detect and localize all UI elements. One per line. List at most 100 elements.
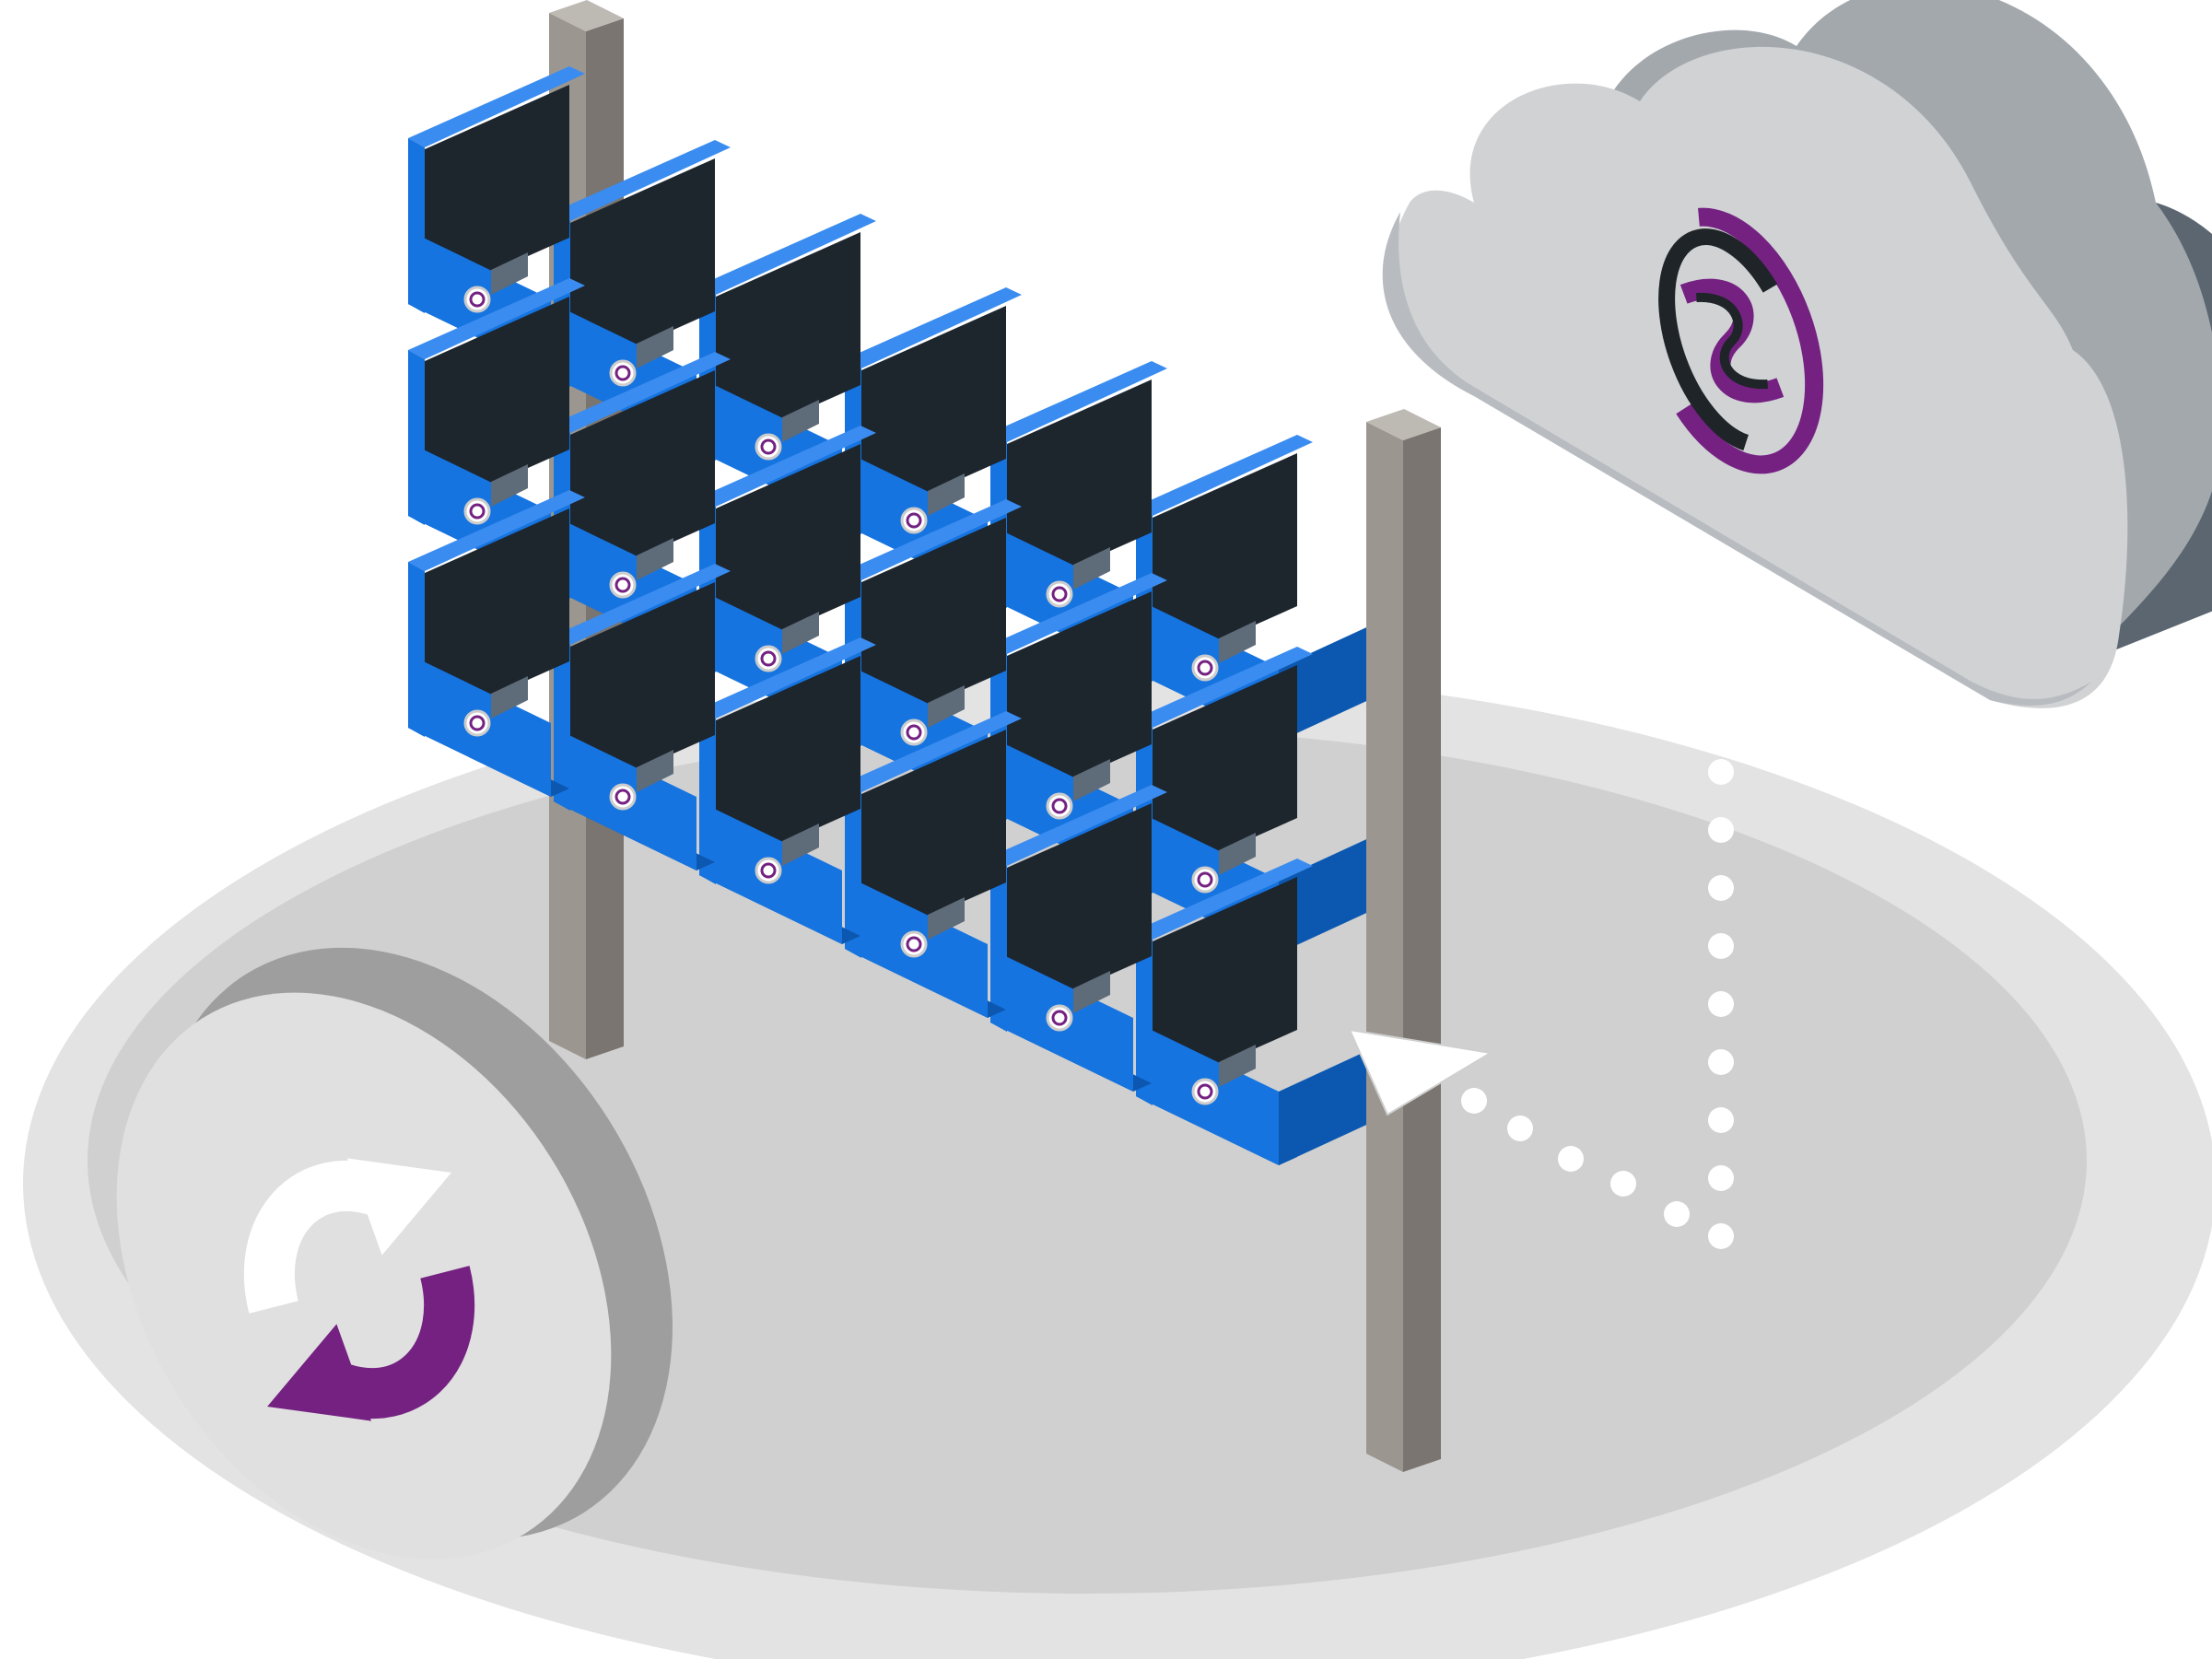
swirl-logo-icon: [1640, 207, 1824, 474]
unit-connector: [928, 897, 965, 940]
unit-back: [1153, 665, 1297, 882]
unit-top: [990, 573, 1167, 654]
connection-dot: [1708, 759, 1734, 785]
unit-top: [1136, 647, 1313, 728]
unit-back: [716, 656, 860, 873]
unit-connector: [782, 400, 819, 442]
rig-unit: [554, 564, 731, 870]
unit-top: [990, 361, 1167, 442]
purple-swirl-badge-icon: [755, 857, 782, 884]
purple-swirl-badge-ring: [614, 789, 631, 805]
unit-top: [699, 637, 876, 719]
purple-swirl-badge-icon: [1191, 1078, 1219, 1105]
purple-swirl-badge-ring: [1197, 660, 1213, 676]
purple-swirl-badge-ring: [1051, 586, 1068, 602]
unit-connector: [1219, 1045, 1256, 1087]
unit-back: [425, 297, 569, 514]
unit-top: [408, 490, 585, 571]
purple-swirl-badge-ring: [1197, 1083, 1213, 1100]
unit-connector: [1219, 833, 1256, 875]
unit-top: [408, 66, 585, 147]
unit-back: [1007, 803, 1152, 1021]
rig-unit: [408, 490, 585, 797]
unit-top: [554, 564, 731, 645]
purple-swirl-badge-icon: [463, 709, 491, 737]
connection-dot: [1708, 1049, 1734, 1075]
unit-back: [1007, 591, 1152, 809]
unit-back: [570, 582, 715, 800]
purple-swirl-badge-ring: [614, 365, 631, 381]
purple-swirl-badge-ring: [760, 650, 777, 667]
purple-swirl-badge-icon: [609, 571, 637, 599]
connection-dot: [1708, 1107, 1734, 1133]
purple-swirl-badge-ring: [1197, 871, 1213, 888]
unit-top: [845, 499, 1022, 580]
unit-connector: [637, 538, 673, 580]
rig-units: [408, 66, 1399, 1165]
sync-disk-face: [116, 992, 612, 1560]
unit-connector: [928, 685, 965, 728]
unit-connector: [782, 612, 819, 654]
unit-back: [1007, 380, 1152, 597]
rig-unit: [408, 278, 585, 585]
purple-swirl-badge-ring: [614, 577, 631, 593]
connection-dot: [1708, 1165, 1734, 1191]
purple-swirl-badge-icon: [1046, 580, 1073, 608]
purple-swirl-badge-icon: [1191, 654, 1219, 682]
unit-connector: [491, 252, 528, 295]
unit-back: [716, 444, 860, 661]
connection-dot: [1461, 1088, 1487, 1114]
purple-swirl-badge-icon: [900, 719, 928, 746]
unit-top: [554, 352, 731, 433]
purple-swirl-badge-ring: [469, 503, 486, 520]
sync-badge: [116, 947, 673, 1560]
unit-top: [1136, 859, 1313, 940]
purple-swirl-badge-icon: [900, 930, 928, 958]
purple-swirl-badge-icon: [1046, 792, 1073, 820]
unit-back: [861, 730, 1006, 947]
rack-post-right: [1366, 409, 1441, 1472]
cloud-face: [1388, 46, 2128, 708]
connection-dot: [1610, 1171, 1636, 1197]
unit-back: [861, 518, 1006, 735]
unit-connector: [491, 464, 528, 507]
unit-back: [425, 85, 569, 302]
unit-connector: [491, 676, 528, 719]
unit-connector: [637, 326, 673, 368]
unit-connector: [928, 473, 965, 516]
unit-top: [1136, 435, 1313, 516]
purple-swirl-badge-ring: [760, 862, 777, 879]
unit-top: [408, 278, 585, 359]
unit-back: [570, 370, 715, 588]
unit-back: [570, 158, 715, 376]
purple-swirl-badge-ring: [469, 715, 486, 731]
purple-swirl-badge-icon: [1191, 866, 1219, 894]
purple-swirl-badge-icon: [755, 645, 782, 672]
purple-swirl-badge-ring: [469, 291, 486, 308]
cloud-side-dark: [2082, 203, 2212, 663]
dotted-connection: [1461, 759, 1734, 1249]
purple-swirl-badge-icon: [900, 507, 928, 534]
unit-top: [990, 785, 1167, 866]
refresh-icon: [243, 1158, 475, 1421]
purple-swirl-badge-icon: [609, 359, 637, 387]
arrowhead-pointer: [1348, 1028, 1493, 1116]
purple-swirl-badge-ring: [1051, 1010, 1068, 1026]
rig-unit: [1136, 859, 1313, 1165]
rig-unit: [990, 785, 1167, 1092]
connection-dot: [1507, 1116, 1533, 1141]
unit-connector: [1073, 971, 1110, 1013]
unit-top: [699, 426, 876, 507]
unit-back: [1153, 877, 1297, 1094]
purple-swirl-badge-ring: [906, 936, 922, 952]
purple-swirl-badge-ring: [1051, 798, 1068, 814]
unit-connector: [637, 750, 673, 792]
cloud: [1382, 0, 2212, 708]
connection-dot: [1708, 875, 1734, 901]
purple-swirl-badge-icon: [755, 433, 782, 461]
unit-back: [425, 508, 569, 726]
rig-unit: [845, 711, 1022, 1018]
connection-dot: [1664, 1201, 1690, 1227]
unit-connector: [782, 824, 819, 866]
